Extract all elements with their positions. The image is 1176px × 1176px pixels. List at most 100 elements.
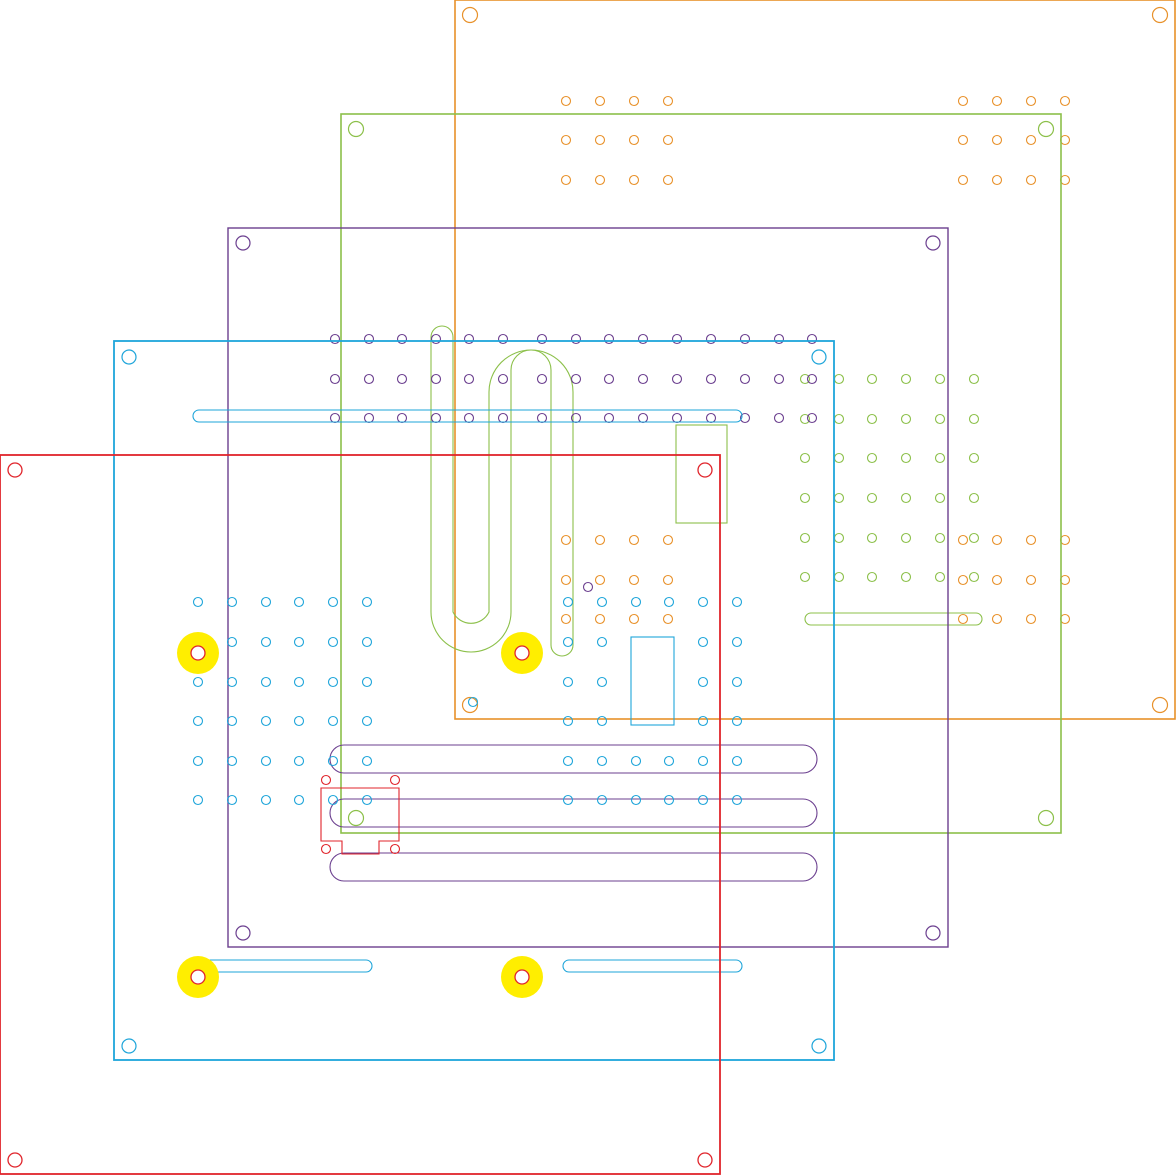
blue-hole	[361, 596, 373, 608]
purple-hole	[329, 333, 341, 345]
blue-hole	[663, 596, 675, 608]
blue-mount-hole	[811, 349, 827, 365]
purple-hole	[773, 412, 785, 424]
orange-hole	[594, 574, 606, 586]
orange-plate-outline	[454, 0, 1176, 720]
orange-hole	[957, 613, 969, 625]
blue-hole	[327, 755, 339, 767]
purple-hole	[430, 412, 442, 424]
purple-hole	[739, 373, 751, 385]
blue-hole	[731, 794, 743, 806]
blue-hole	[327, 676, 339, 688]
green-hole	[900, 571, 912, 583]
blue-hole	[361, 794, 373, 806]
orange-mount-hole	[1151, 6, 1169, 24]
orange-hole	[957, 174, 969, 186]
purple-hole	[570, 373, 582, 385]
blue-hole	[293, 676, 305, 688]
blue-hole	[562, 755, 574, 767]
purple-hole	[497, 412, 509, 424]
orange-hole	[662, 95, 674, 107]
blue-hole	[562, 715, 574, 727]
purple-hole	[396, 412, 408, 424]
blue-mount-hole	[121, 1038, 137, 1054]
purple-mount-hole	[235, 235, 251, 251]
blue-hole	[192, 715, 204, 727]
purple-hole	[329, 412, 341, 424]
blue-hole	[596, 636, 608, 648]
blue-hole	[697, 636, 709, 648]
purple-hole	[363, 333, 375, 345]
purple-hole	[739, 412, 751, 424]
orange-hole	[662, 613, 674, 625]
green-plate-layer	[340, 113, 1062, 834]
blue-slot	[192, 959, 373, 973]
blue-hole	[596, 794, 608, 806]
orange-hole	[1025, 534, 1037, 546]
orange-hole	[594, 534, 606, 546]
green-hole	[833, 413, 845, 425]
purple-mount-hole	[235, 925, 251, 941]
red-connector-hole	[389, 774, 401, 786]
purple-mount-hole	[925, 235, 941, 251]
blue-hole	[596, 676, 608, 688]
blue-hole	[327, 715, 339, 727]
blue-hole	[596, 755, 608, 767]
blue-mount-hole	[121, 349, 137, 365]
blue-hole	[630, 755, 642, 767]
blue-hole	[192, 596, 204, 608]
blue-hole	[192, 794, 204, 806]
purple-slot	[329, 852, 818, 882]
red-mount-hole	[697, 462, 713, 478]
blue-slot	[192, 409, 743, 423]
red-mount-hole	[7, 462, 23, 478]
orange-hole	[957, 134, 969, 146]
red-mount-hole	[7, 1152, 23, 1168]
blue-hole	[226, 715, 238, 727]
blue-hole	[226, 596, 238, 608]
blue-hole	[327, 794, 339, 806]
blue-hole	[361, 636, 373, 648]
orange-hole	[560, 174, 572, 186]
orange-hole	[1025, 613, 1037, 625]
green-rect-cutout	[675, 424, 728, 524]
orange-hole	[560, 534, 572, 546]
red-connector-hole	[320, 774, 332, 786]
green-hole	[968, 373, 980, 385]
blue-hole	[562, 636, 574, 648]
orange-hole	[1059, 574, 1071, 586]
blue-hole	[260, 755, 272, 767]
purple-hole	[463, 333, 475, 345]
orange-hole	[991, 534, 1003, 546]
purple-hole	[739, 333, 751, 345]
green-hole	[900, 532, 912, 544]
purple-hole	[463, 412, 475, 424]
purple-hole	[536, 373, 548, 385]
blue-hole	[596, 715, 608, 727]
highlighted-mount-hole	[514, 969, 530, 985]
blue-hole	[361, 715, 373, 727]
blue-hole	[327, 636, 339, 648]
blue-hole	[630, 596, 642, 608]
purple-hole	[603, 412, 615, 424]
purple-hole	[603, 333, 615, 345]
red-plate-outline	[0, 454, 721, 1175]
highlighted-mount-hole	[190, 645, 206, 661]
blue-hole	[260, 596, 272, 608]
blue-hole	[596, 596, 608, 608]
blue-hole	[226, 636, 238, 648]
blue-hole	[663, 794, 675, 806]
purple-hole	[329, 373, 341, 385]
green-hole	[934, 373, 946, 385]
blue-hole	[663, 755, 675, 767]
green-hole	[833, 373, 845, 385]
highlighted-mount-hole	[514, 645, 530, 661]
green-hole	[866, 452, 878, 464]
blue-hole	[226, 794, 238, 806]
blue-hole	[192, 755, 204, 767]
blue-hole	[293, 596, 305, 608]
purple-hole	[806, 333, 818, 345]
green-hole	[866, 413, 878, 425]
red-mount-hole	[697, 1152, 713, 1168]
